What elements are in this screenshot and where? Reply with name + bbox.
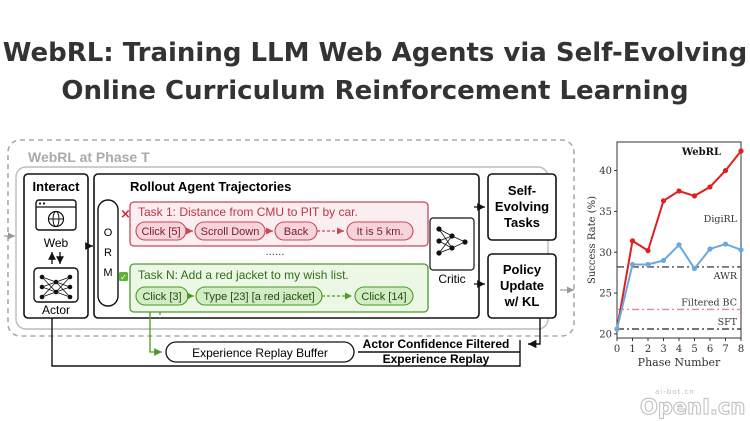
series-point-webrl	[660, 198, 667, 204]
orm-pill	[97, 199, 119, 307]
series-label-webrl: WebRL	[681, 147, 721, 158]
baseline-label: SFT	[718, 317, 738, 328]
orm-letter-r: R	[104, 247, 112, 259]
series-point-digirl	[738, 247, 744, 253]
x-tick-label: 0	[614, 344, 620, 355]
x-tick-label: 2	[645, 344, 651, 355]
task1-step-4	[346, 221, 414, 241]
watermark-subtext: ai-bot.cn	[655, 388, 695, 396]
replay-buffer-label: Experience Replay Buffer	[192, 346, 328, 360]
x-tick-label: 6	[707, 344, 713, 355]
orm-letter-m: M	[103, 267, 112, 279]
task1-step-4-label: It is 5 km.	[356, 226, 403, 238]
x-tick-label: 1	[629, 344, 635, 355]
interact-header: Interact	[33, 179, 81, 194]
web-browser-icon	[35, 199, 77, 231]
series-point-webrl	[722, 167, 729, 174]
phase-inner-panel	[15, 166, 549, 330]
series-point-digirl	[722, 241, 729, 247]
failure-mark-icon: ×	[120, 207, 131, 222]
experience-replay-buffer	[165, 341, 355, 363]
plot-frame	[616, 141, 742, 339]
series-point-digirl	[691, 265, 698, 272]
success-to-buffer-arrow	[149, 312, 162, 356]
policy-update-box	[487, 253, 557, 319]
y-tick-label: 20	[599, 329, 612, 340]
series-point-webrl	[707, 184, 713, 190]
x-tick-label: 5	[691, 344, 697, 355]
taskN-step-2-label: Type [23] [a red jacket]	[203, 291, 314, 303]
success-mark-icon	[119, 272, 128, 281]
series-point-webrl	[676, 188, 682, 194]
series-point-digirl	[645, 261, 651, 268]
actor-network-icon	[33, 267, 79, 303]
x-axis-label: Phase Number	[638, 356, 721, 369]
series-point-webrl	[629, 238, 636, 244]
filter-label-1: Actor Confidence Filtered	[363, 337, 510, 351]
series-point-webrl	[645, 248, 651, 254]
y-axis-label: Success Rate (%)	[587, 196, 598, 284]
series-point-digirl	[676, 242, 682, 248]
taskN-step-1-label: Click [3]	[142, 291, 181, 303]
series-point-digirl	[707, 246, 713, 252]
baseline-label: AWR	[713, 271, 738, 282]
page-title-line-1: WebRL: Training LLM Web Agents via Self-…	[2, 38, 748, 68]
tasks-ellipsis: ······	[265, 250, 284, 261]
series-point-digirl	[629, 261, 636, 268]
task1-step-2-label: Scroll Down	[201, 226, 260, 238]
task1-step-3-label: Back	[284, 226, 309, 238]
self-evolving-box	[487, 173, 557, 241]
actor-label: Actor	[42, 303, 70, 317]
y-tick-label: 30	[599, 248, 612, 259]
task1-step-1-label: Click [5]	[141, 226, 180, 238]
x-tick-label: 8	[738, 344, 744, 355]
y-tick-label: 40	[599, 166, 612, 177]
taskN-step-3-label: Click [14]	[361, 291, 406, 303]
series-point-webrl	[691, 193, 698, 199]
orm-letter-o: O	[104, 227, 113, 239]
filter-label-2: Experience Replay	[383, 352, 490, 366]
replay-loop-path	[51, 318, 521, 367]
x-tick-label: 7	[722, 344, 728, 355]
taskN-label: Task N: Add a red jacket to my wish list…	[138, 268, 349, 282]
x-tick-label: 4	[676, 344, 682, 355]
critic-label: Critic	[438, 272, 465, 286]
critic-network-icon	[429, 217, 475, 271]
phase-label: WebRL at Phase T	[28, 149, 150, 165]
series-label-digirl: DigiRL	[704, 214, 738, 225]
series-point-digirl	[614, 326, 620, 332]
series-point-webrl	[738, 148, 744, 154]
rollout-header: Rollout Agent Trajectories	[130, 179, 291, 194]
x-tick-label: 3	[660, 344, 666, 355]
taskN-step-3	[354, 286, 414, 306]
webrl-diagram: WebRL at Phase T Interact Web Actor	[4, 139, 575, 367]
page-title-line-2: Online Curriculum Reinforcement Learning	[61, 76, 689, 106]
task1-label: Task 1: Distance from CMU to PIT by car.	[138, 205, 358, 219]
baseline-label: Filtered BC	[681, 297, 737, 308]
watermark-logo: OpenI.cn	[639, 395, 746, 420]
series-point-digirl	[660, 257, 667, 264]
y-tick-label: 35	[599, 207, 612, 218]
web-label: Web	[44, 236, 69, 250]
success-mark-glyph: ✓	[120, 273, 127, 282]
y-tick-label: 25	[599, 289, 612, 300]
